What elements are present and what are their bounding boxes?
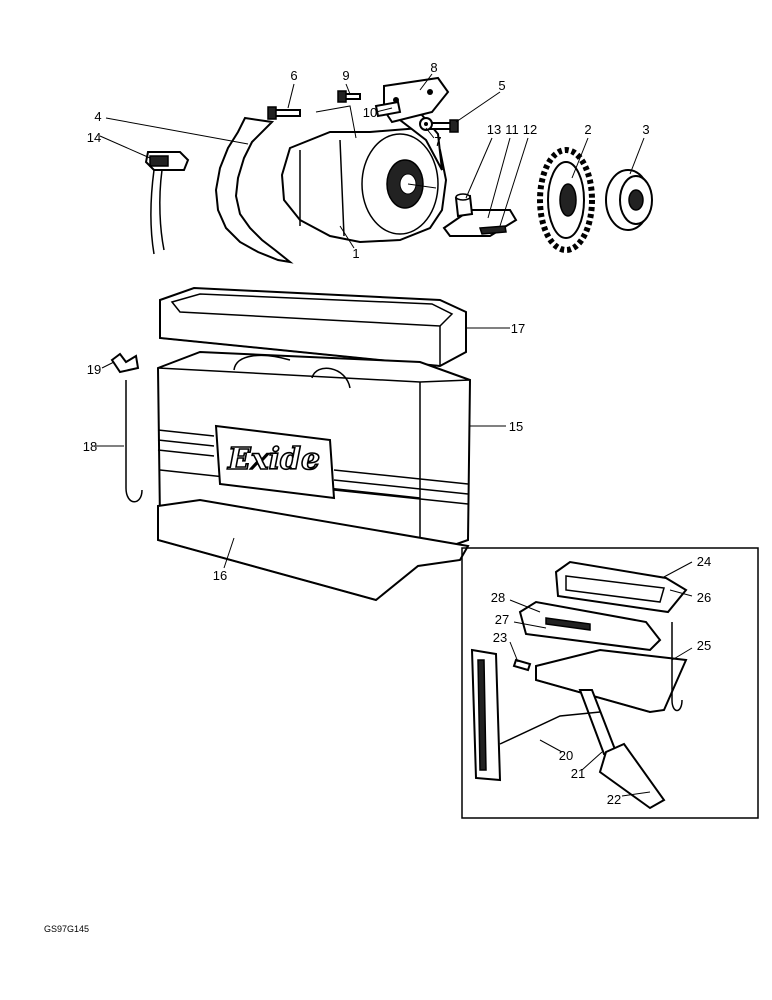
figure-code: GS97G145 [44, 924, 89, 934]
callout-2: 2 [584, 122, 591, 137]
callout-13: 13 [487, 122, 501, 137]
callout-12: 12 [523, 122, 537, 137]
callout-3: 3 [642, 122, 649, 137]
fan [537, 147, 595, 253]
callout-24: 24 [697, 554, 711, 569]
callout-22: 22 [607, 792, 621, 807]
adjusting-bracket [374, 76, 450, 124]
callout-23: 23 [493, 630, 507, 645]
heat-shield [214, 116, 294, 264]
callout-4: 4 [94, 109, 101, 124]
callout-6: 6 [290, 68, 297, 83]
callout-27: 27 [495, 612, 509, 627]
callout-9: 9 [342, 68, 349, 83]
callout-19: 19 [87, 362, 101, 377]
callout-25: 25 [697, 638, 711, 653]
alternator-body [280, 126, 448, 244]
callout-20: 20 [559, 748, 573, 763]
inset-frame [461, 547, 759, 819]
pulley [605, 169, 653, 231]
mounting-bolts [267, 90, 459, 133]
callout-14: 14 [87, 130, 101, 145]
callout-labels: 1 2 3 4 5 6 7 8 9 10 11 12 13 14 15 16 1… [83, 60, 711, 807]
connector-plug [144, 151, 190, 255]
bolt-5 [429, 122, 453, 130]
battery-tray [157, 498, 470, 602]
callout-18: 18 [83, 439, 97, 454]
callout-1: 1 [352, 246, 359, 261]
battery: Exide [156, 350, 472, 554]
adjusting-link [442, 193, 518, 237]
callout-7: 7 [434, 134, 441, 149]
callout-26: 26 [697, 590, 711, 605]
battery-brand-text: Exide [227, 442, 320, 477]
callout-16: 16 [213, 568, 227, 583]
wing-nut [110, 352, 140, 374]
callout-5: 5 [498, 78, 505, 93]
bolt-6 [273, 109, 301, 117]
callout-17: 17 [511, 321, 525, 336]
callout-15: 15 [509, 419, 523, 434]
callout-8: 8 [430, 60, 437, 75]
leader-lines [96, 73, 693, 797]
callout-21: 21 [571, 766, 585, 781]
callout-28: 28 [491, 590, 505, 605]
alternator-assembly [214, 105, 448, 264]
callout-10: 10 [363, 105, 377, 120]
j-bolt [110, 352, 143, 503]
callout-11: 11 [505, 122, 519, 137]
